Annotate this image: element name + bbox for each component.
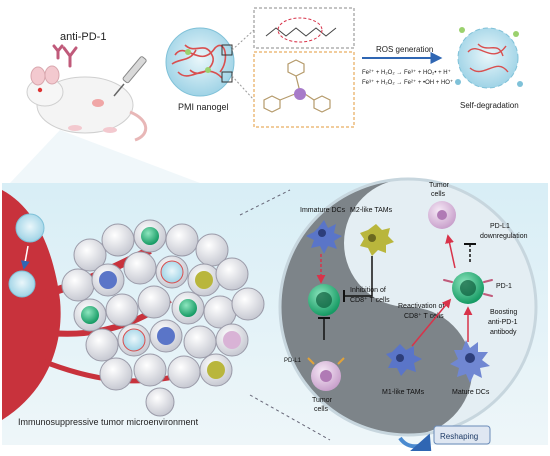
self-degradation-label: Self-degradation bbox=[460, 101, 519, 110]
mouse-illustration bbox=[26, 65, 148, 142]
pdl1-down-line1: PD-L1 bbox=[490, 223, 510, 230]
tumor-label-right-2: cells bbox=[431, 191, 446, 198]
tumor-mass bbox=[61, 219, 265, 417]
reactivation-line2: CD8⁺ T cells bbox=[404, 312, 444, 320]
antibody-icon bbox=[52, 44, 78, 68]
tumor-label-left-1: Tumor bbox=[312, 397, 333, 404]
chemical-structure-panel bbox=[253, 7, 355, 128]
boosting-line1: Boosting bbox=[490, 309, 517, 316]
pdl1-down-line2: downregulation bbox=[480, 233, 528, 240]
boosting-line3: antibody bbox=[490, 329, 517, 336]
reshaping-label: Reshaping bbox=[440, 432, 478, 441]
reaction-2: Fe³⁺ + H₂O₂ → Fe²⁺ + •OH + HO⁺ bbox=[362, 79, 453, 86]
reshaping-button[interactable]: Reshaping bbox=[398, 425, 491, 456]
nanogel-particle bbox=[165, 27, 235, 97]
m2-tams-label: M2-like TAMs bbox=[350, 207, 393, 214]
pd1-label: PD-1 bbox=[496, 283, 512, 290]
mature-dcs-label: Mature DCs bbox=[452, 389, 490, 396]
reactivation-line1: Reactivation of bbox=[398, 303, 444, 310]
nanogel-label: PMI nanogel bbox=[178, 102, 229, 112]
immature-dcs-label: Immature DCs bbox=[300, 207, 346, 214]
tme-caption: Immunosuppressive tumor microenvironment bbox=[18, 417, 199, 427]
cd8-t-cell-reactivated bbox=[443, 272, 493, 304]
tcell-to-tumor-arrow bbox=[445, 234, 456, 269]
degraded-nanogel bbox=[455, 27, 523, 89]
antibody-label: anti-PD-1 bbox=[60, 31, 106, 43]
cd8-t-cell-inhibited bbox=[308, 284, 340, 316]
m1-tam-cell bbox=[386, 344, 422, 376]
tumor-label-left-2: cells bbox=[314, 406, 329, 413]
mature-dc-cell bbox=[450, 340, 490, 383]
boosting-line2: anti-PD-1 bbox=[488, 319, 518, 326]
tumor-label-right-1: Tumor bbox=[429, 182, 450, 189]
ros-label: ROS generation bbox=[376, 45, 433, 54]
m1-tams-label: M1-like TAMs bbox=[382, 389, 425, 396]
m2-tam-cell bbox=[360, 224, 394, 256]
pdl1-label-left: PD-L1 bbox=[284, 358, 302, 364]
inhibition-line1: Inhibition of bbox=[350, 287, 386, 294]
tumor-cell-right bbox=[428, 201, 456, 229]
syringe-icon bbox=[113, 56, 147, 97]
reaction-1: Fe²⁺ + H₂O₂ → Fe³⁺ + HO₂• + H⁺ bbox=[362, 69, 451, 76]
tam-inhibit-line bbox=[344, 256, 373, 297]
immature-dc-cell bbox=[306, 220, 342, 254]
tumor-cell-left bbox=[307, 357, 345, 391]
m1-to-tcell-arrow bbox=[411, 298, 452, 347]
inhibition-line2: CD8⁺ T cells bbox=[350, 296, 390, 304]
